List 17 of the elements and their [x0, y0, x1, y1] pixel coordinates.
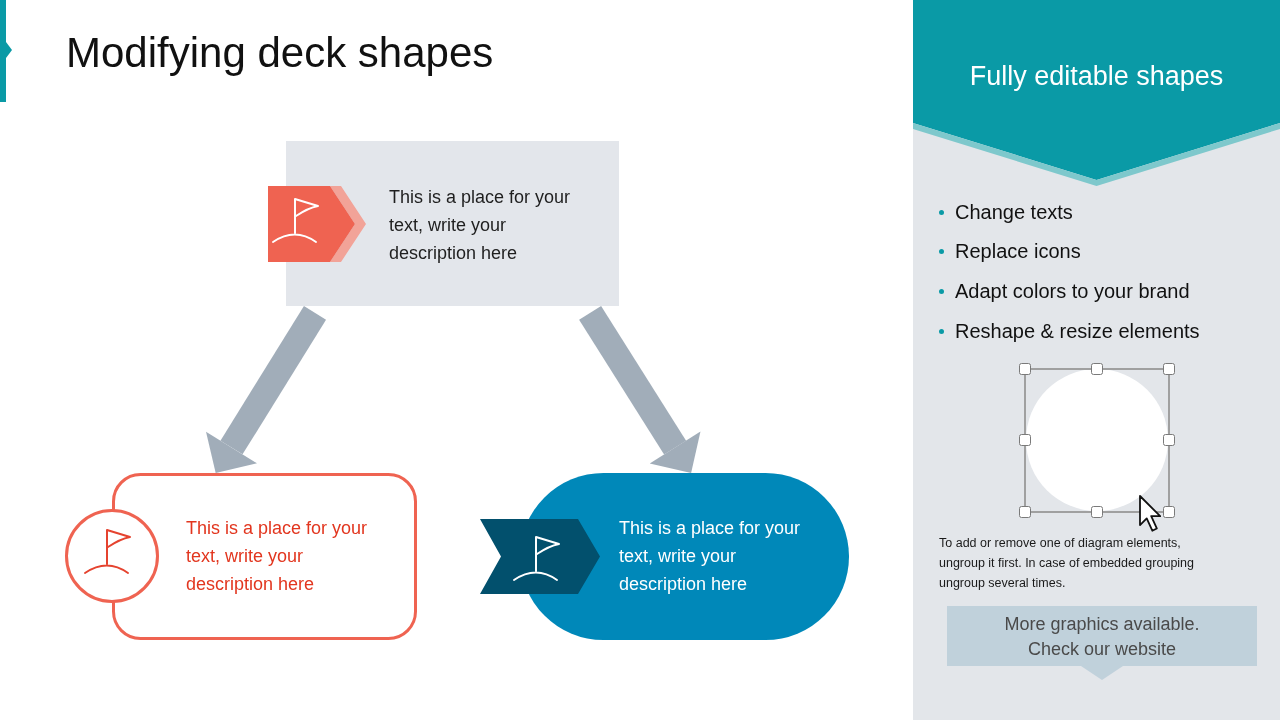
description-text: This is a place for your text, write your description here — [619, 517, 802, 596]
block-arrow — [206, 306, 327, 473]
bullet-item: Reshape & resize elements — [937, 318, 1200, 344]
slide-title: Modifying deck shapes — [66, 28, 494, 78]
bullet-item: Change texts — [937, 199, 1073, 225]
bullet-item: Adapt colors to your brand — [937, 278, 1190, 304]
pill-shape — [480, 473, 849, 640]
callout-text: More graphics available. Check our website — [1003, 613, 1201, 661]
header-banner — [913, 0, 1280, 186]
block-arrow — [579, 305, 701, 473]
note-text: To add or remove one of diagram elements, ungroup it first. In case of embedded grouping ungroup several times. — [939, 535, 1196, 592]
description-text: This is a place for your text, write your description here — [186, 517, 369, 596]
side-panel — [913, 0, 1280, 720]
banner-title: Fully editable shapes — [968, 60, 1225, 93]
callout-box — [947, 606, 1257, 680]
description-text: This is a place for your text, write your description here — [389, 186, 572, 265]
bullet-item: Replace icons — [937, 238, 1081, 264]
